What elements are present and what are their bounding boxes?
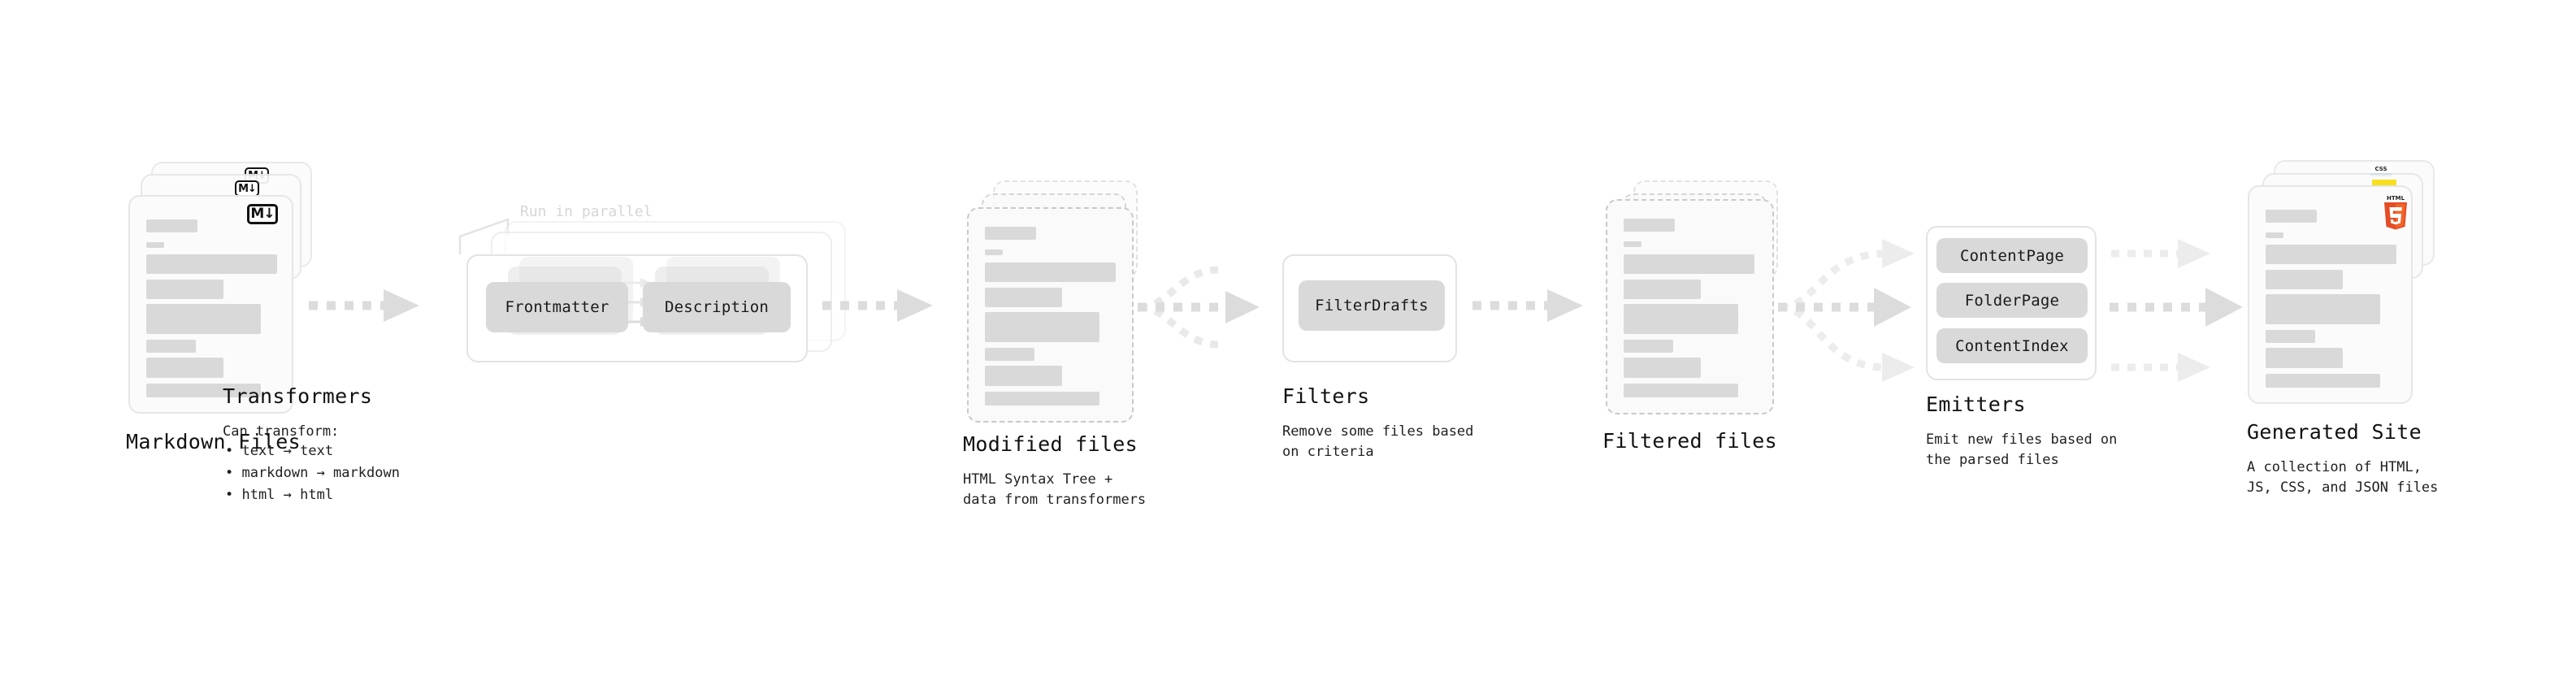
svg-text:HTML: HTML: [2387, 195, 2405, 202]
arrow-emitters-to-site: [2110, 239, 2243, 382]
skeleton-bar: [1624, 219, 1675, 232]
arrow-filtered-to-emitters: [1778, 239, 1915, 382]
arrow-transformers-to-modified: [822, 289, 933, 322]
stage-title-modified-files: Modified files: [963, 432, 1138, 456]
stage-title-filters: Filters: [1282, 384, 1370, 408]
skeleton-bar: [146, 280, 223, 299]
skeleton-bar: [146, 254, 277, 274]
emitter-chip-contentindex[interactable]: ContentIndex: [1936, 328, 2088, 363]
skeleton-bar: [146, 340, 196, 353]
modified-card-front: [967, 207, 1134, 423]
skeleton-bar: [2266, 210, 2317, 223]
skeleton-bar: [146, 219, 197, 232]
stage-title-generated-site: Generated Site: [2247, 420, 2422, 444]
stage-title-filtered-files: Filtered files: [1602, 429, 1777, 453]
arrow-filters-to-filtered: [1472, 289, 1583, 322]
arrow-modified-to-filters: [1138, 266, 1260, 349]
stage-subtitle-filters: Remove some files based on criteria: [1282, 423, 1474, 460]
skeleton-bar: [985, 392, 1099, 406]
skeleton-bar: [2266, 374, 2380, 388]
skeleton-bar: [1624, 358, 1701, 378]
transformers-bullet-0: • text → text: [225, 443, 334, 459]
skeleton-bar: [1624, 340, 1673, 353]
skeleton-bar: [985, 249, 1003, 255]
stage-title-markdown-files: Markdown Files: [126, 430, 301, 453]
skeleton-bar: [1624, 241, 1641, 247]
site-card-front: [2248, 185, 2413, 404]
skeleton-bar: [985, 348, 1034, 361]
transformer-chip-frontmatter[interactable]: Frontmatter: [486, 282, 628, 332]
transformers-bullet-2: • html → html: [225, 487, 334, 504]
skeleton-bar: [146, 304, 261, 334]
emitter-chip-folderpage[interactable]: FolderPage: [1936, 283, 2088, 318]
skeleton-bar: [1624, 254, 1754, 274]
skeleton-bar: [2266, 270, 2343, 289]
markdown-icon-back-1: M↓: [235, 180, 259, 197]
run-in-parallel-label: Run in parallel: [520, 203, 653, 220]
markdown-icon: M↓: [247, 204, 278, 224]
skeleton-bar: [985, 312, 1099, 342]
filter-chip-filterdrafts[interactable]: FilterDrafts: [1299, 280, 1445, 331]
transformers-bullet-list: • text → text • markdown → markdown • ht…: [225, 440, 400, 507]
stage-subtitle-emitters: Emit new files based on the parsed files: [1926, 432, 2118, 468]
skeleton-bar: [1624, 384, 1738, 397]
skeleton-bar: [1624, 280, 1701, 299]
stage-subtitle-modified-files: HTML Syntax Tree + data from transformer…: [963, 471, 1147, 508]
skeleton-bar: [1624, 304, 1738, 334]
html5-icon: HTML: [2384, 195, 2407, 230]
css-icon-label: CSS: [2374, 166, 2387, 172]
stage-title-transformers: Transformers: [223, 384, 373, 408]
skeleton-bar: [146, 384, 261, 397]
skeleton-bar: [2266, 294, 2380, 324]
transformers-bullet-1: • markdown → markdown: [225, 465, 400, 482]
emitter-chip-contentpage[interactable]: ContentPage: [1936, 238, 2088, 273]
arrow-markdown-to-transformers: [309, 289, 419, 322]
skeleton-bar: [985, 288, 1062, 307]
stage-subtitle-generated-site: A collection of HTML, JS, CSS, and JSON …: [2247, 459, 2439, 496]
skeleton-bar: [2266, 245, 2396, 264]
skeleton-bar: [985, 227, 1036, 240]
skeleton-bar: [985, 262, 1116, 282]
filtered-card-front: [1606, 199, 1774, 414]
skeleton-bar: [146, 242, 164, 248]
skeleton-bar: [2266, 348, 2343, 368]
transformer-chip-description[interactable]: Description: [643, 282, 791, 332]
stage-subtitle-transformers: Can transform:: [223, 423, 340, 440]
stage-title-emitters: Emitters: [1926, 393, 2026, 416]
skeleton-bar: [2266, 330, 2315, 343]
skeleton-bar: [2266, 232, 2283, 238]
skeleton-bar: [146, 358, 223, 378]
skeleton-bar: [985, 366, 1062, 386]
markdown-card-front: [128, 195, 293, 414]
